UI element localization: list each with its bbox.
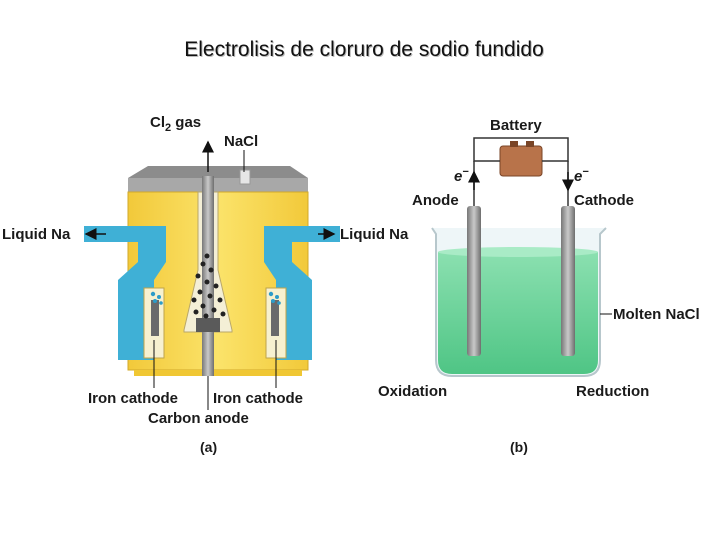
cell-lid [128,166,308,178]
cathode-electrode [561,206,575,356]
cell-lid-rim [128,178,308,192]
iron-cathode-left-label: Iron cathode [88,390,178,407]
chlorine-bubbles [191,253,226,319]
electrolysis-beaker-figure: Battery e− e− Anode Cathode Molten NaCl … [378,117,700,455]
reduction-label: Reduction [576,383,649,400]
battery-terminal-right [526,141,534,147]
page-title: Electrolisis de cloruro de sodio fundido [184,38,544,61]
oxidation-label: Oxidation [378,383,447,400]
battery-terminal-left [510,141,518,147]
molten-nacl-label: Molten NaCl [613,306,700,323]
nacl-inlet [239,169,251,185]
iron-cathode-left-core [151,300,159,336]
electron-right-label: e− [574,166,589,185]
liquid-na-left-label: Liquid Na [2,226,71,243]
anode-label: Anode [412,192,459,209]
battery [499,145,543,177]
cathode-label: Cathode [574,192,634,209]
battery-label: Battery [490,117,542,134]
electron-left-label: e− [454,166,469,185]
cell-base [134,370,302,376]
sodium-droplets [150,291,281,305]
cl2-gas-label: Cl2 gas [150,114,201,134]
figure-b-caption: (b) [510,439,528,455]
anode-electrode [467,206,481,356]
figure-a-caption: (a) [200,439,217,455]
iron-cathode-right-core [271,300,279,336]
downs-cell-figure: Cl2 gas NaCl Liquid Na Liquid Na Iron ca… [2,114,409,455]
iron-cathode-right-label: Iron cathode [213,390,303,407]
carbon-anode-tip [196,318,220,332]
battery-leads-top [473,137,569,162]
carbon-anode-label: Carbon anode [148,410,249,427]
liquid-na-right-label: Liquid Na [340,226,409,243]
carbon-anode-rod [202,176,214,376]
nacl-label: NaCl [224,133,258,150]
